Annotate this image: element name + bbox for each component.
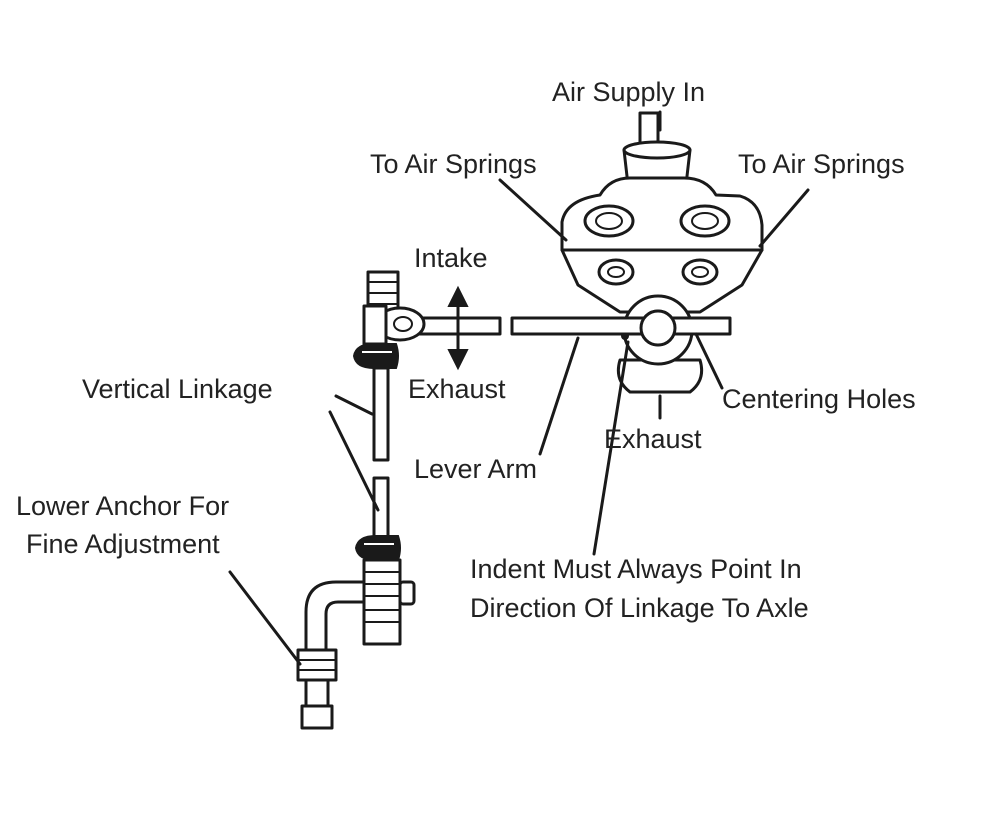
indent-label-line2: Direction Of Linkage To Axle [470, 593, 809, 623]
air-supply-fitting-top [622, 140, 692, 160]
lever-arm-label: Lever Arm [414, 454, 537, 484]
exhaust-left-label: Exhaust [408, 374, 506, 404]
lower-rubber-grommet [354, 535, 401, 561]
vertical-rod-upper [372, 366, 390, 462]
indent-leader [592, 340, 630, 556]
to-air-springs-right-label: To Air Springs [738, 149, 905, 179]
leader-lines [228, 110, 810, 666]
intake-exhaust-arrow [447, 285, 469, 371]
lower-anchor-label-line1: Lower Anchor For [16, 491, 229, 521]
lower-connector-bolt [398, 580, 416, 606]
vertical-linkage-leader [334, 394, 374, 416]
adjustment-nut [296, 648, 338, 682]
right-lower-port [681, 258, 719, 286]
vertical-linkage-label: Vertical Linkage [82, 374, 273, 404]
vertical-linkage-leader-2 [328, 410, 380, 512]
lever-arm-leader [538, 336, 580, 456]
intake-arrow-head [447, 285, 469, 307]
labels: Air Supply In To Air Springs To Air Spri… [16, 77, 916, 623]
lower-anchor-leader [228, 570, 302, 666]
right-air-spring-port [679, 204, 731, 238]
to-air-springs-left-label: To Air Springs [370, 149, 537, 179]
left-air-spring-port [583, 204, 635, 238]
lower-anchor-assembly [296, 535, 416, 730]
anchor-bolt-nut [300, 704, 334, 730]
exhaust-port-skirt [616, 358, 704, 394]
centering-holes-leader [694, 332, 724, 390]
upper-rubber-grommet [352, 343, 399, 369]
exhaust-bottom-label: Exhaust [604, 424, 702, 454]
air-supply-fitting-stem [638, 111, 660, 147]
exhaust-arrow-head [447, 349, 469, 371]
intake-label: Intake [414, 243, 488, 273]
right-air-springs-leader [758, 188, 810, 248]
lower-anchor-label-line2: Fine Adjustment [26, 529, 220, 559]
leveling-valve [560, 111, 764, 394]
upper-linkage-connector [352, 270, 426, 369]
anchor-bolt-stud [304, 678, 330, 708]
centering-holes-label: Centering Holes [722, 384, 916, 414]
left-air-springs-leader [498, 178, 568, 242]
vertical-linkage-rod [372, 366, 390, 542]
lever-arm-inner-segment [510, 316, 732, 336]
air-supply-in-label: Air Supply In [552, 77, 705, 107]
indent-label-line1: Indent Must Always Point In [470, 554, 802, 584]
lower-anchor-bracket [304, 580, 366, 654]
left-lower-port [597, 258, 635, 286]
